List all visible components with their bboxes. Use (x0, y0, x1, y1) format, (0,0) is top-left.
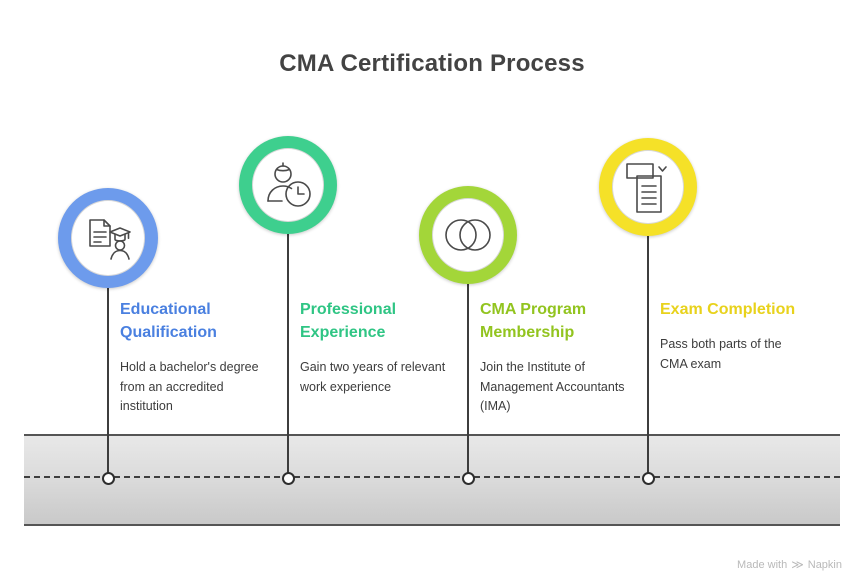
road-center-dashed-line (24, 476, 840, 478)
step-heading: Educational Qualification (120, 301, 217, 342)
step-icon-ring[interactable] (419, 186, 517, 284)
step-heading: CMA Program Membership (480, 301, 587, 342)
overlapping-circles-icon (445, 219, 491, 251)
road-band (24, 434, 840, 526)
page-title: CMA Certification Process (279, 50, 585, 77)
road-step-marker[interactable] (281, 471, 295, 485)
exam-form-icon (626, 163, 667, 213)
road-step-marker[interactable] (641, 471, 655, 485)
step-description: Join the Institute of Management Account… (480, 360, 625, 414)
watermark-prefix: Made with (737, 559, 788, 571)
person-clock-icon (267, 162, 311, 207)
step-description: Pass both parts of the CMA exam (660, 337, 782, 371)
watermark-brand: Napkin (807, 559, 842, 571)
step-icon-circle (432, 198, 504, 272)
step-connector-line (287, 234, 289, 476)
napkin-logo-icon: ≫ (791, 557, 804, 572)
road-step-marker[interactable] (461, 471, 475, 485)
graduate-document-icon (89, 219, 131, 260)
step-connector-line (647, 236, 649, 476)
step-icon-circle (252, 148, 324, 222)
step-connector-line (467, 284, 469, 476)
step-heading: Exam Completion (660, 301, 796, 318)
step-icon-ring[interactable] (599, 138, 697, 236)
step-heading: Professional Experience (300, 301, 397, 342)
road-step-marker[interactable] (101, 471, 115, 485)
step-icon-ring[interactable] (58, 188, 158, 288)
step-icon-circle (612, 150, 684, 224)
step-icon-circle (71, 200, 145, 276)
napkin-watermark: Made with ≫ Napkin (737, 558, 842, 572)
step-connector-line (107, 288, 109, 476)
step-icon-ring[interactable] (239, 136, 337, 234)
step-description: Gain two years of relevant work experien… (300, 360, 446, 394)
step-description: Hold a bachelor's degree from an accredi… (120, 360, 259, 414)
